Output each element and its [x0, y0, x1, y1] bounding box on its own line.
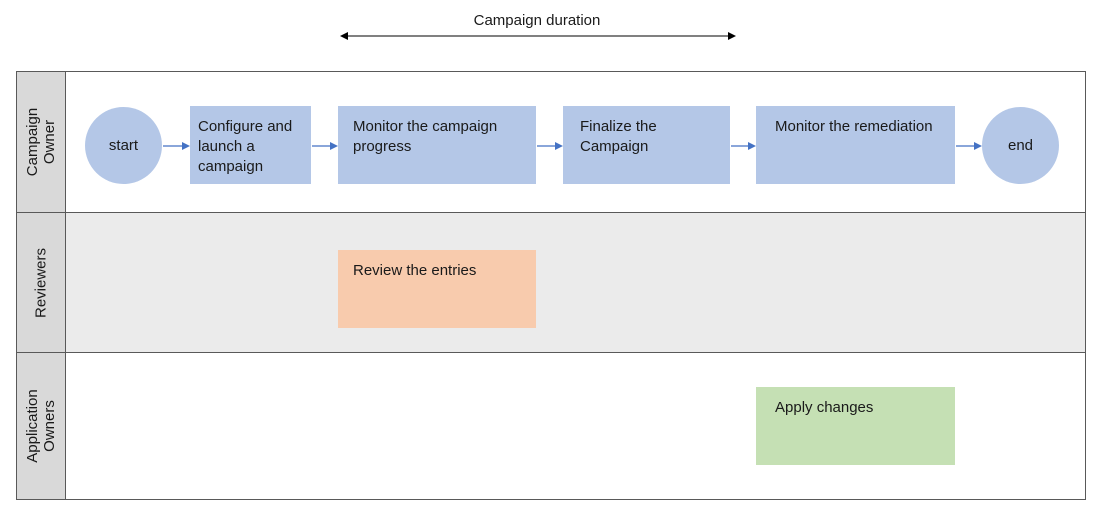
lane-title-campaign-owner: Campaign Owner — [24, 107, 58, 177]
lane-title-reviewers: Reviewers — [32, 247, 50, 318]
start-node: start — [85, 107, 162, 184]
apply-changes-step: Apply changes — [756, 387, 955, 465]
lane-header-campaign-owner: Campaign Owner — [17, 72, 66, 212]
lane-header-application-owners: Application Owners — [17, 353, 66, 499]
lane-header-reviewers: Reviewers — [17, 213, 66, 352]
monitor-campaign-progress-step: Monitor the campaign progress — [338, 106, 536, 184]
lane-reviewers: Reviewers — [17, 213, 1085, 353]
monitor-remediation-step: Monitor the remediation — [756, 106, 955, 184]
finalize-campaign-step: Finalize the Campaign — [563, 106, 730, 184]
configure-and-launch-step: Configure and launch a campaign — [190, 106, 311, 184]
review-entries-step: Review the entries — [338, 250, 536, 328]
campaign-duration-label: Campaign duration — [473, 12, 601, 29]
campaign-duration-arrow — [340, 32, 736, 40]
end-node: end — [982, 107, 1059, 184]
lane-title-application-owners: Application Owners — [24, 389, 58, 463]
